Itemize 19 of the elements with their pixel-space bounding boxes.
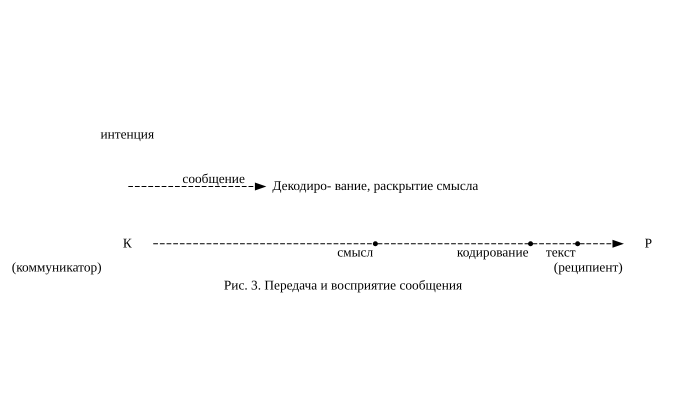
connector: [152, 243, 374, 244]
label: интенция: [100, 126, 154, 142]
node-circle: [528, 241, 534, 246]
node-circle: [575, 241, 580, 246]
edge-label: сообщение: [182, 170, 245, 186]
caption: Рис. 3. Передача и восприятие сообщения: [224, 278, 462, 293]
node-label: кодирование: [456, 244, 529, 260]
node-label: текст: [546, 244, 576, 260]
connector: [377, 243, 529, 244]
arrow: [128, 182, 266, 191]
node-text: К: [122, 235, 132, 250]
node-text: Р: [644, 235, 652, 250]
node-label: смысл: [337, 244, 374, 260]
node-text: Декодиро- вание, раскрытие смысла: [272, 178, 478, 194]
node-circle: [372, 241, 378, 246]
node-label: (коммуникатор): [12, 260, 102, 275]
arrow: [579, 240, 624, 248]
node-label: (реципиент): [554, 260, 623, 275]
connector: [532, 243, 576, 244]
